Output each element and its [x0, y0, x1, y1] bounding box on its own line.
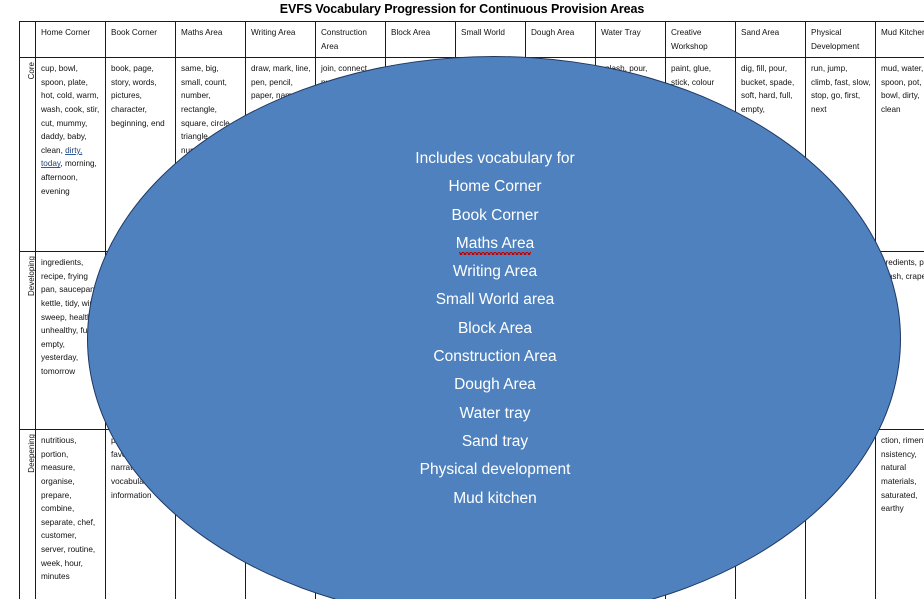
column-header-water-tray: Water Tray [595, 20, 666, 59]
page-title: EVFS Vocabulary Progression for Continuo… [279, 2, 645, 16]
oval-line-12: Mud kitchen [453, 489, 537, 507]
row-label-developing: Developing [19, 251, 36, 431]
column-header-mud-kitchen: Mud Kitchen [875, 20, 924, 59]
column-header-small-world: Small World [455, 20, 526, 59]
column-header-creative-workshop: Creative Workshop [665, 20, 736, 59]
column-header-book-corner: Book Corner [105, 20, 176, 59]
oval-line-6: Block Area [457, 319, 533, 337]
cell-core-home-corner: cup, bowl, spoon, plate, hot, cold, warm… [35, 57, 106, 253]
oval-line-10: Sand tray [461, 432, 529, 450]
oval-line-7: Construction Area [433, 348, 557, 366]
row-label-developing-text: Developing [27, 256, 36, 297]
column-header-home-corner: Home Corner [35, 20, 106, 59]
row-label-core: Core [19, 57, 36, 253]
column-header-maths-area: Maths Area [175, 20, 246, 59]
column-header-writing-area: Writing Area [245, 20, 316, 59]
column-header-dough-area: Dough Area [525, 20, 596, 59]
cell-deepening-home-corner: nutritious, portion, measure, organise, … [35, 429, 106, 599]
spellcheck-word-today: today [41, 159, 61, 169]
oval-callout-shape[interactable]: Includes vocabulary for Home Corner Book… [87, 56, 901, 599]
oval-line-9: Water tray [459, 404, 531, 422]
oval-callout-text: Includes vocabulary for Home Corner Book… [88, 57, 902, 599]
oval-line-3: Maths Area [456, 230, 534, 258]
cell-deepening-mud-kitchen: ction, riment, nsistency, natural materi… [875, 429, 924, 599]
oval-line-1: Home Corner [448, 178, 542, 196]
spellcheck-word-dirty: dirty, [65, 145, 83, 155]
oval-line-4: Writing Area [452, 263, 538, 281]
table-corner-cell [19, 20, 36, 59]
oval-line-0: Includes vocabulary for [415, 150, 575, 167]
row-label-deepening-text: Deepening [27, 434, 36, 473]
column-header-sand-area: Sand Area [735, 20, 806, 59]
row-label-core-text: Core [27, 62, 36, 80]
oval-line-8: Dough Area [454, 376, 536, 394]
oval-line-2: Book Corner [451, 206, 539, 224]
column-header-construction-area: Construction Area [315, 20, 386, 59]
oval-line-11: Physical development [419, 461, 571, 479]
row-label-deepening: Deepening [19, 429, 36, 599]
column-header-physical-development: Physical Development [805, 20, 876, 59]
table-header-row: Home Corner Book Corner Maths Area Writi… [19, 20, 924, 59]
oval-line-5: Small World area [435, 291, 555, 309]
cell-core-mud-kitchen: mud, water, mix, spoon, pot, bowl, dirty… [875, 57, 924, 253]
column-header-block-area: Block Area [385, 20, 456, 59]
